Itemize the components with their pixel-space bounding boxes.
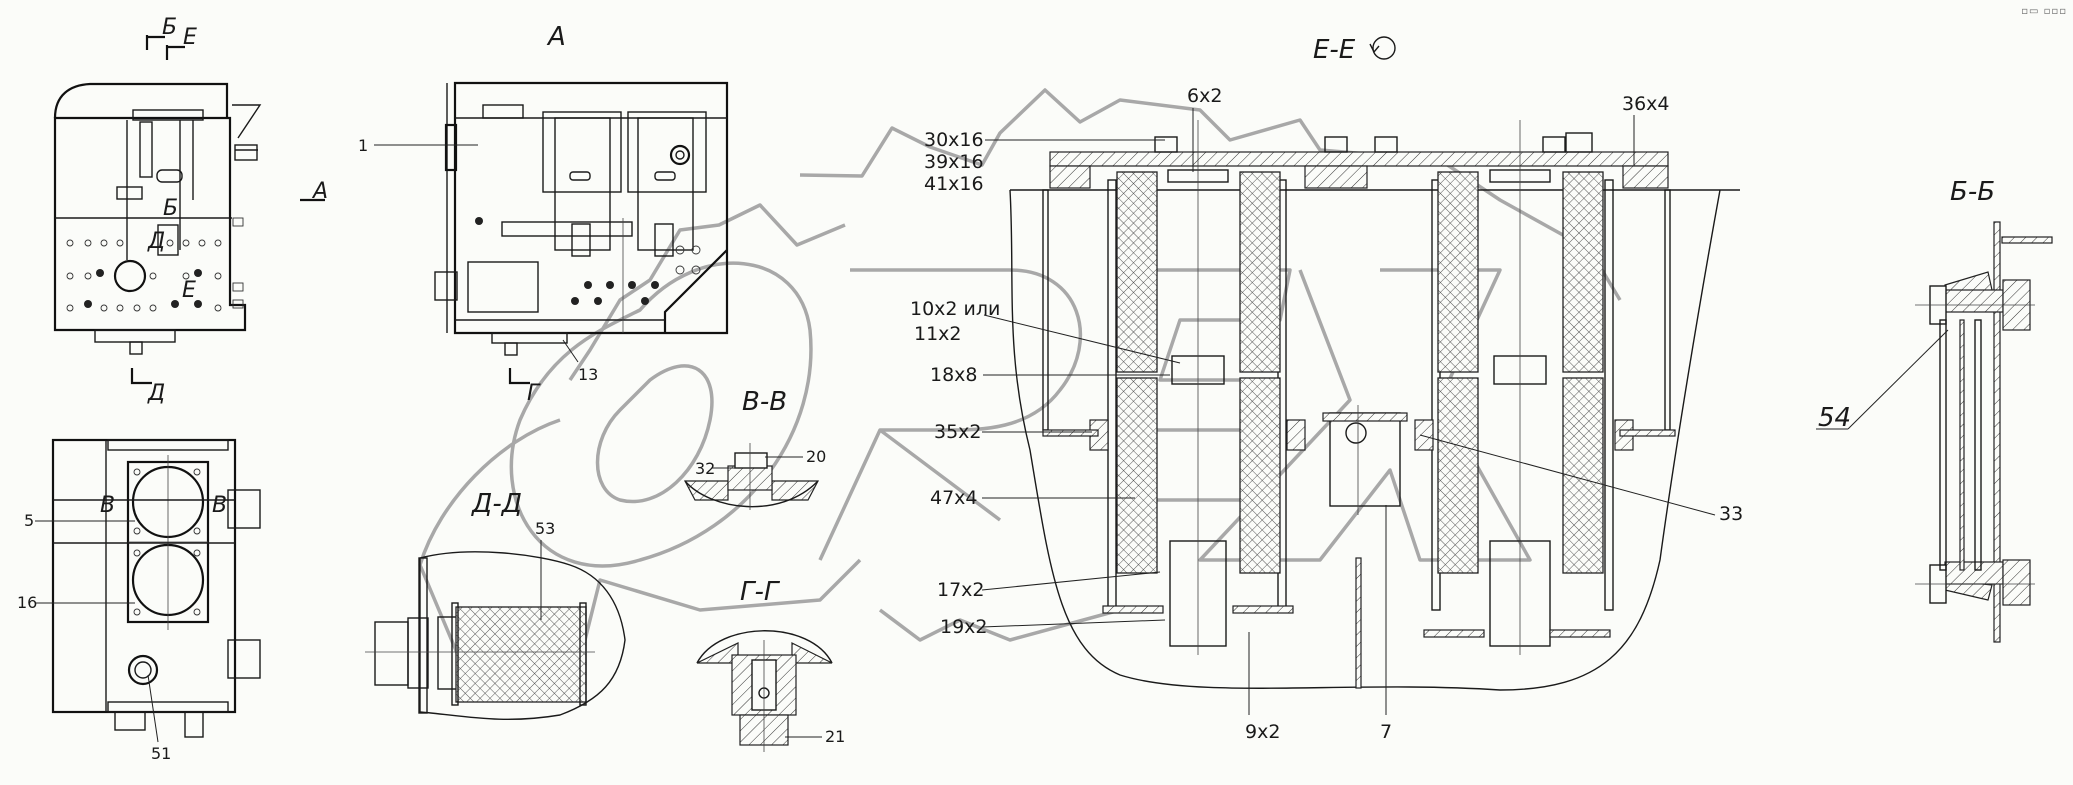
section-bb: Б-Б 54 xyxy=(1816,177,2053,643)
callout-1: 1 xyxy=(358,136,368,155)
callout-9x2: 9x2 xyxy=(1245,721,1280,743)
callout-32: 32 xyxy=(695,459,715,478)
bottom-mark-d: Д xyxy=(147,381,165,406)
cut-mark-e: Е xyxy=(183,25,197,50)
callout-13: 13 xyxy=(578,365,598,384)
top-plan-view: В В 5 16 51 xyxy=(17,438,261,763)
section-dd: Д-Д 53 xyxy=(365,489,626,721)
cut-mark-b: Б xyxy=(162,15,177,40)
view-a: А 1 13 Г xyxy=(358,22,729,406)
view-a-arrow-label: А xyxy=(311,179,328,204)
section-gg: Г-Г 21 xyxy=(696,577,845,752)
callout-53: 53 xyxy=(535,519,555,538)
hole-grid xyxy=(66,239,222,312)
section-vv-title: В-В xyxy=(742,387,787,417)
callout-33: 33 xyxy=(1719,503,1743,525)
view-a-cut-mark-g: Г xyxy=(527,381,541,406)
watermark-letter-o xyxy=(509,261,813,568)
callout-7: 7 xyxy=(1380,721,1392,743)
section-vv: В-В 32 20 xyxy=(684,387,826,510)
callout-10x2: 10x2 или xyxy=(910,298,1000,320)
section-bb-title: Б-Б xyxy=(1950,177,1995,207)
callout-5: 5 xyxy=(24,511,34,530)
view-a-title: А xyxy=(546,22,566,52)
view-toggle-icon[interactable]: ▫▭ xyxy=(2021,6,2040,17)
inner-mark-d: Д xyxy=(147,229,165,254)
front-view: Б Е А Б Д Е Д xyxy=(53,15,328,406)
callout-19x2: 19x2 xyxy=(940,616,988,638)
section-ee-title: Е-Е xyxy=(1313,35,1356,65)
callout-35x2: 35x2 xyxy=(934,421,982,443)
callout-54: 54 xyxy=(1818,403,1851,433)
rotation-icon xyxy=(1372,36,1396,60)
callout-39x16: 39x16 xyxy=(924,151,984,173)
callout-41x16: 41x16 xyxy=(924,173,984,195)
callout-18x8: 18x8 xyxy=(930,364,978,386)
callout-16: 16 xyxy=(17,593,37,612)
cut-mark-v-left: В xyxy=(100,493,115,518)
callout-17x2: 17x2 xyxy=(937,579,985,601)
inner-mark-b: Б xyxy=(163,196,178,221)
callout-51: 51 xyxy=(151,744,171,763)
watermark-letter-r xyxy=(818,268,1083,561)
callout-47x4: 47x4 xyxy=(930,487,978,509)
callout-36x4: 36x4 xyxy=(1622,93,1670,115)
section-dd-title: Д-Д xyxy=(471,489,522,519)
callout-30x16: 30x16 xyxy=(924,129,984,151)
more-options-icon[interactable]: ▫▫▫ xyxy=(2043,6,2067,17)
callout-21: 21 xyxy=(825,727,845,746)
inner-mark-e: Е xyxy=(182,278,196,303)
callout-20: 20 xyxy=(806,447,826,466)
section-gg-title: Г-Г xyxy=(740,577,781,607)
section-ee: Е-Е xyxy=(910,35,1743,743)
callout-11x2: 11x2 xyxy=(914,323,962,345)
callout-6x2: 6x2 xyxy=(1187,85,1222,107)
viewer-toolbar: ▫▭ ▫▫▫ xyxy=(2021,6,2067,17)
watermark-letter-o-inner xyxy=(595,364,714,504)
cut-mark-v-right: В xyxy=(212,493,227,518)
